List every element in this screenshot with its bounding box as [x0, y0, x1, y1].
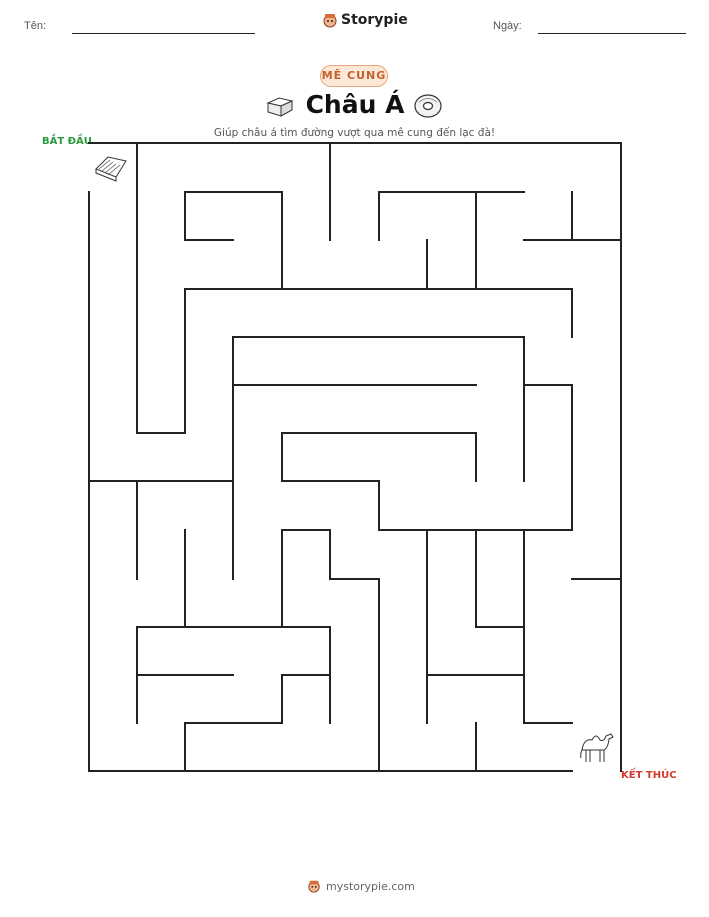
date-field[interactable] [538, 33, 686, 34]
start-label: BẮT ĐẦU [42, 136, 92, 147]
donut-icon [414, 94, 442, 118]
end-label: KẾT THÚC [621, 770, 677, 781]
name-field[interactable] [72, 33, 255, 34]
brand-name: Storypie [341, 12, 408, 28]
maze-walls [88, 142, 622, 772]
tofu-block-icon [266, 97, 294, 117]
date-label: Ngày: [493, 20, 522, 32]
name-label: Tên: [24, 20, 47, 32]
storypie-mascot-icon [323, 14, 337, 28]
footer: mystorypie.com [307, 879, 415, 893]
storypie-mascot-icon [308, 880, 320, 893]
brand-logo: Storypie [322, 12, 408, 28]
cloth-bundle-icon [95, 156, 127, 182]
category-badge: MÊ CUNG [320, 65, 388, 87]
page-title: Châu Á [305, 90, 405, 119]
camel-icon [580, 733, 614, 762]
footer-site[interactable]: mystorypie.com [326, 879, 415, 893]
instructions: Giúp châu á tìm đường vượt qua mê cung đ… [213, 127, 496, 139]
